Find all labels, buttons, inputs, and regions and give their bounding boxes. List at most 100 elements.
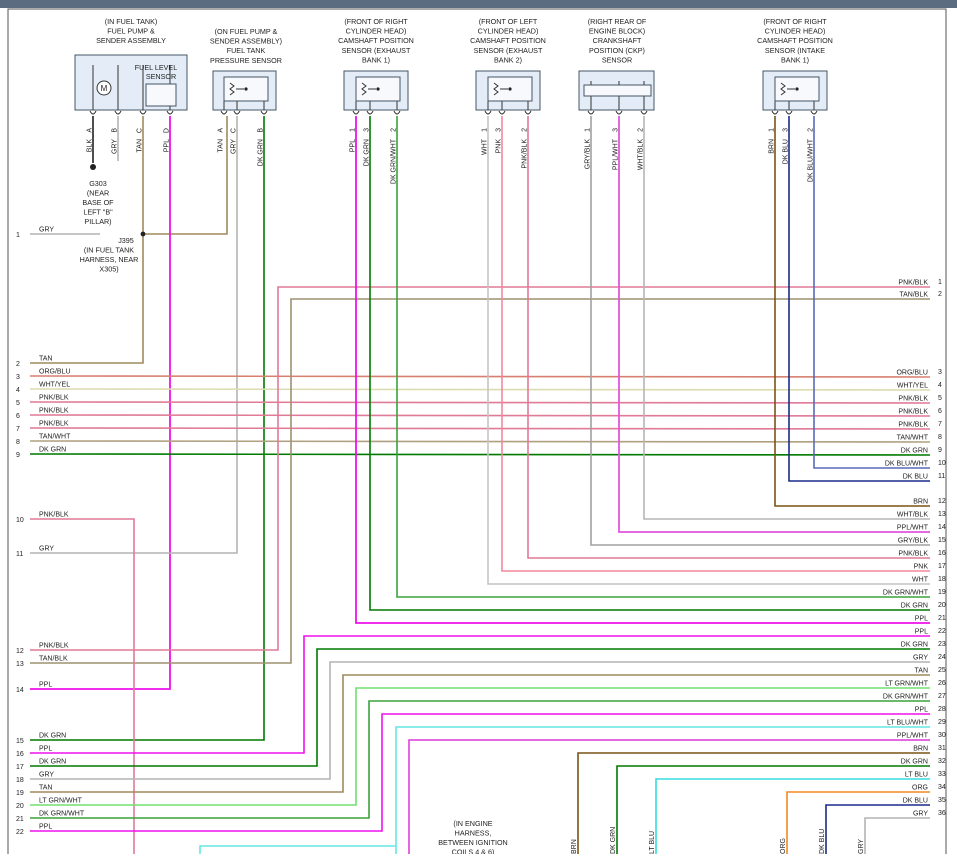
right-connector-pin: 25 [938, 667, 946, 674]
splice-callout-line: X305) [99, 265, 118, 274]
right-connector-pin: 8 [938, 434, 942, 441]
left-connector-wire-label: PNK/BLK [39, 512, 69, 519]
harness-callout-line: COILS 4 & 6) [452, 848, 495, 855]
pin-number-label: 3 [496, 128, 503, 132]
bottom-wire-label: DK GRN [610, 827, 617, 854]
left-connector-pin: 9 [16, 452, 20, 459]
right-connector-wire-label: PPL [915, 616, 928, 623]
pin-wire-color-label: DK GRN/WHT [391, 138, 398, 184]
component-title-line: CYLINDER HEAD) [346, 27, 407, 36]
wiring-diagram-canvas: (IN FUEL TANK)FUEL PUMP &SENDER ASSEMBLY… [7, 8, 947, 859]
pin-terminal [810, 110, 818, 115]
component-title-line: FUEL PUMP & [107, 27, 155, 36]
right-connector-wire-label: PPL/WHT [897, 733, 929, 740]
left-connector-wire-label: GRY [39, 772, 54, 779]
wire-tan-splice [142, 116, 228, 235]
left-connector-pin: 8 [16, 439, 20, 446]
left-connector-wire-label: PPL [39, 682, 52, 689]
fuel-level-element [145, 83, 177, 107]
pin-wire-color-label: GRY [112, 139, 119, 154]
bottom-wire-label: LT BLU [649, 831, 656, 854]
left-connector-pin: 18 [16, 777, 24, 784]
pin-number-label: 1 [769, 128, 776, 132]
left-connector-wire-label: PNK/BLK [39, 643, 69, 650]
left-connector-pin: 16 [16, 751, 24, 758]
right-connector-pin: 36 [938, 810, 946, 817]
wire-through [29, 440, 931, 443]
right-connector-wire-label: TAN [915, 668, 928, 675]
left-connector-pin: 5 [16, 400, 20, 407]
bottom-wire-label: DK BLU [819, 829, 826, 854]
left-connector-pin: 6 [16, 413, 20, 420]
pin-wire-color-label: BLK [87, 139, 94, 153]
pin-wire-color-label: PNK [496, 139, 503, 154]
right-connector-pin: 11 [938, 473, 945, 480]
right-connector-wire-label: BRN [913, 499, 928, 506]
right-connector-pin: 9 [938, 447, 942, 454]
harness-callout-line: (IN ENGINE [453, 819, 492, 828]
left-connector-wire-label: PPL [39, 746, 52, 753]
right-connector-pin: 34 [938, 784, 946, 791]
wire-stair [30, 661, 930, 780]
wire-ltbluwht-harness [199, 845, 396, 854]
wire-drop [825, 804, 930, 854]
left-connector-wire-label: TAN [39, 785, 52, 792]
left-connector-pin: 17 [16, 764, 24, 771]
pin-terminal [640, 110, 648, 115]
right-connector-wire-label: PNK/BLK [898, 409, 928, 416]
ground-symbol [90, 164, 96, 170]
right-connector-pin: 35 [938, 797, 946, 804]
pin-number-label: 2 [522, 128, 529, 132]
pin-number-label: B [258, 128, 265, 133]
component-title-line: CAMSHAFT POSITION [338, 36, 414, 45]
left-connector-wire-label: DK GRN [39, 759, 66, 766]
ground-callout-line: PILLAR) [84, 217, 111, 226]
bottom-wire-label: GRY [858, 839, 865, 854]
right-connector-wire-label: DK GRN [901, 759, 928, 766]
left-connector-wire-label: DK GRN/WHT [39, 811, 85, 818]
pin-terminal [771, 110, 779, 115]
wire-pplwht-r30 [408, 739, 930, 854]
wire-through [29, 427, 931, 430]
left-connector-wire-label: PNK/BLK [39, 408, 69, 415]
component-title-line: POSITION (CKP) [589, 46, 645, 55]
pin-wire-color-label: PNK/BLK [522, 139, 529, 169]
component-title-line: CAMSHAFT POSITION [757, 36, 833, 45]
component-title-line: SENSOR (EXHAUST [474, 46, 543, 55]
pin-number-label: A [218, 128, 225, 133]
left-connector-wire-label: PNK/BLK [39, 395, 69, 402]
wire-gry-pin11 [30, 116, 238, 554]
component-title-line: BANK 1) [781, 55, 809, 64]
right-connector-wire-label: LT GRN/WHT [885, 681, 929, 688]
ground-callout-line: G303 [89, 179, 107, 188]
pin-number-label: 3 [364, 128, 371, 132]
left-connector-pin: 3 [16, 374, 20, 381]
right-connector-wire-label: DK BLU/WHT [885, 461, 929, 468]
right-connector-pin: 24 [938, 654, 946, 661]
wire-pnkblk-l10 [30, 518, 135, 854]
diagram-border [7, 8, 947, 859]
pin-number-label: C [137, 128, 144, 133]
left-connector-pin: 13 [16, 661, 24, 668]
right-connector-pin: 27 [938, 693, 946, 700]
pin-terminal [352, 110, 360, 115]
pin-wire-color-label: TAN [218, 139, 225, 152]
left-connector-pin: 10 [16, 517, 24, 524]
pin-terminal [114, 110, 122, 115]
wire-stair [30, 713, 930, 832]
splice-callout-line: HARNESS, NEAR [80, 255, 139, 264]
labels-layer: (IN FUEL TANK)FUEL PUMP &SENDER ASSEMBLY… [16, 17, 946, 857]
motor-symbol [96, 80, 112, 96]
left-connector-pin: 12 [16, 648, 24, 655]
right-connector-wire-label: DK GRN/WHT [883, 694, 929, 701]
right-connector-pin: 29 [938, 719, 946, 726]
component-title-line: CAMSHAFT POSITION [470, 36, 546, 45]
component-title-line: BANK 1) [362, 55, 390, 64]
right-connector-pin: 32 [938, 758, 946, 765]
ground-callout-line: (NEAR [87, 189, 109, 198]
right-connector-wire-label: GRY [913, 655, 928, 662]
ground-callout-line: BASE OF [82, 198, 114, 207]
right-connector-wire-label: WHT/BLK [897, 512, 928, 519]
wire-dkgrn-r20 [369, 116, 930, 611]
component-title-line: (ON FUEL PUMP & [215, 27, 278, 36]
